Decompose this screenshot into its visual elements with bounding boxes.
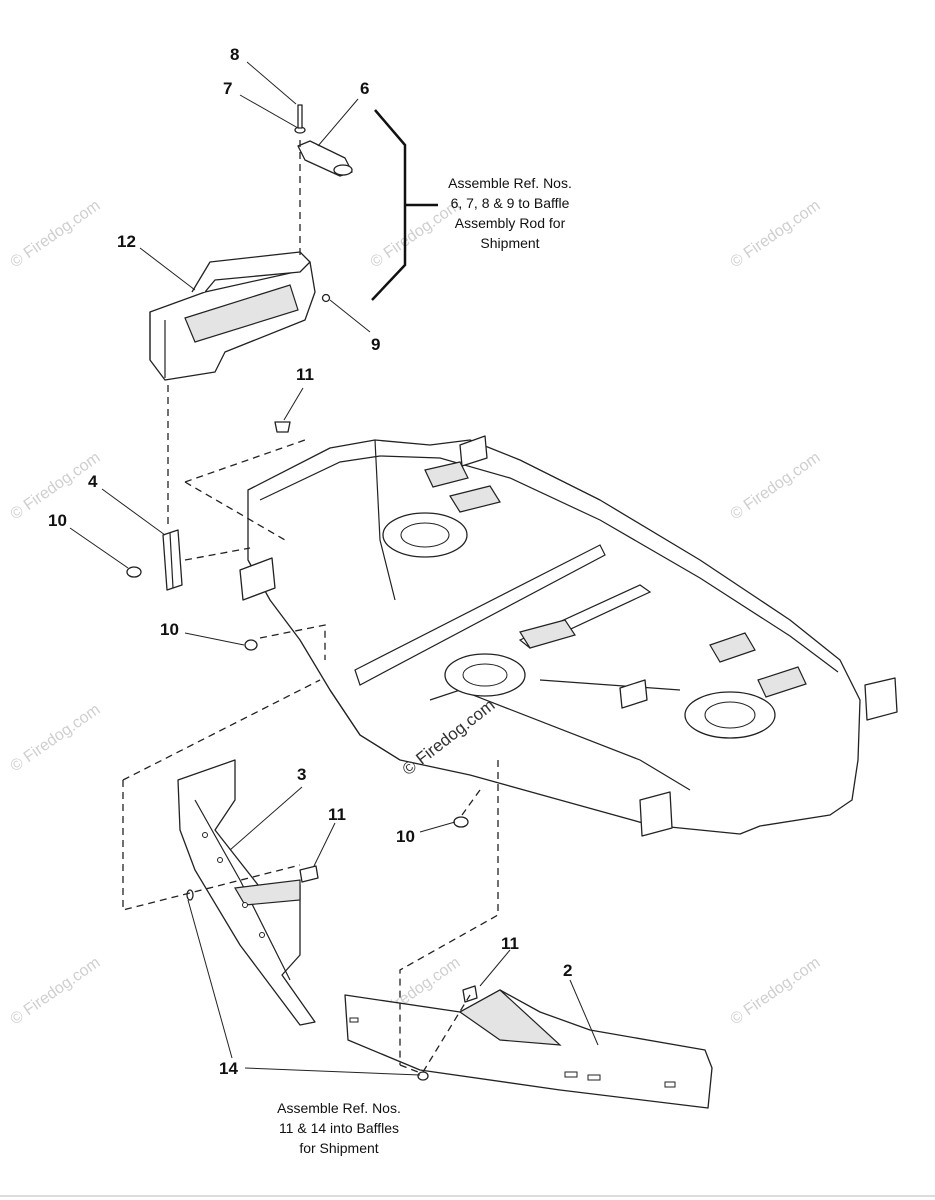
callout-9: 9 (371, 335, 380, 354)
bracket-4 (162, 529, 183, 591)
baffle-assembly-12 (149, 251, 316, 381)
note-bottom: Assemble Ref. Nos. 11 & 14 into Baffles … (277, 1100, 401, 1156)
callout-11-mid: 11 (328, 805, 346, 824)
callout-10-right: 10 (396, 827, 415, 846)
note-top: Assemble Ref. Nos. 6, 7, 8 & 9 to Baffle… (448, 175, 572, 251)
baffle-3 (177, 759, 316, 1026)
callout-14: 14 (219, 1059, 238, 1078)
watermark: © Firedog.com (8, 701, 104, 775)
small-parts-top (294, 104, 353, 303)
hardware (126, 421, 478, 1081)
note-bottom-line: 11 & 14 into Baffles (279, 1120, 399, 1136)
watermark: © Firedog.com (728, 449, 824, 523)
assembly-lines (122, 140, 499, 1073)
callout-labels: 8 7 6 12 9 11 4 10 10 3 11 10 11 2 14 (48, 45, 572, 1078)
leader-lines (69, 61, 599, 1076)
callout-11-top: 11 (296, 365, 314, 384)
note-top-line: Assembly Rod for (455, 215, 566, 231)
note-top-line: Assemble Ref. Nos. (448, 175, 572, 191)
watermark: © Firedog.com (728, 197, 824, 271)
note-bottom-line: Assemble Ref. Nos. (277, 1100, 401, 1116)
callout-10-mid: 10 (160, 620, 179, 639)
note-top-line: Shipment (480, 235, 539, 251)
callout-6: 6 (360, 79, 369, 98)
note-top-line: 6, 7, 8 & 9 to Baffle (451, 195, 570, 211)
watermark: © Firedog.com (8, 954, 104, 1028)
callout-10-left: 10 (48, 511, 67, 530)
baffle-2 (344, 989, 713, 1109)
callout-7: 7 (223, 79, 232, 98)
callout-4: 4 (88, 472, 98, 491)
mower-deck (239, 435, 898, 837)
callout-3: 3 (297, 765, 306, 784)
watermark: © Firedog.com (368, 197, 464, 271)
callout-8: 8 (230, 45, 239, 64)
watermark: © Firedog.com (728, 954, 824, 1028)
callout-12: 12 (117, 232, 136, 251)
note-bracket (371, 109, 438, 301)
callout-11-bottom: 11 (501, 934, 519, 953)
watermark: © Firedog.com (8, 197, 104, 271)
callout-2: 2 (563, 961, 572, 980)
note-bottom-line: for Shipment (299, 1140, 378, 1156)
